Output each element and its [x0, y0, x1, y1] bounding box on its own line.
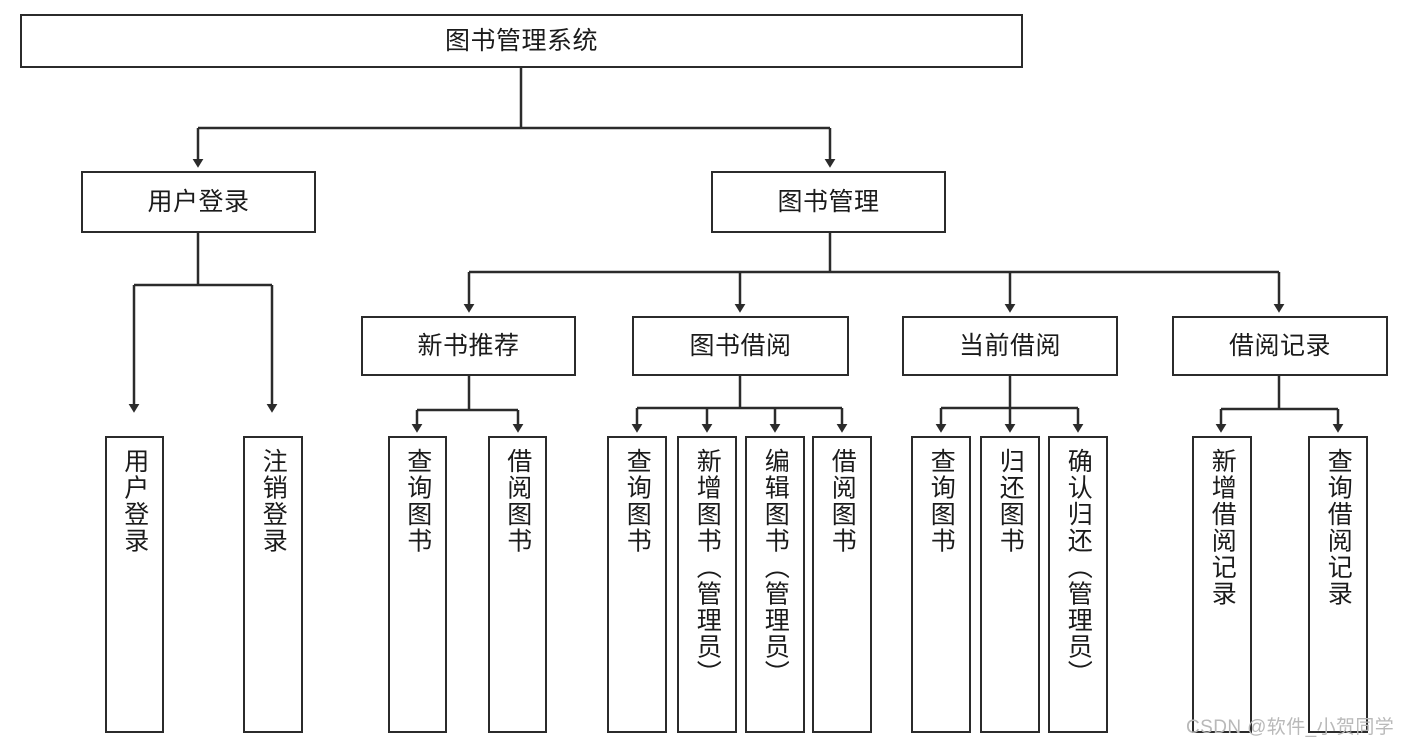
node-label: 查询借阅记录	[1324, 448, 1353, 607]
leaf-logout[interactable]: 注销登录	[243, 436, 303, 733]
csdn-watermark: CSDN @软件_小贺同学	[1186, 717, 1395, 738]
node-label: 图书管理系统	[444, 26, 598, 55]
node-label: 查询图书	[403, 448, 432, 554]
node-label: 新增借阅记录	[1208, 448, 1237, 607]
node-label: 图书管理	[777, 187, 880, 216]
node-label: 查询图书	[623, 448, 652, 554]
node-label: 新书推荐	[417, 331, 520, 360]
node-label: 借阅图书	[828, 448, 857, 554]
node-new-book-recommend[interactable]: 新书推荐	[361, 316, 576, 376]
node-label: 注销登录	[259, 448, 288, 554]
node-current-borrow[interactable]: 当前借阅	[902, 316, 1118, 376]
node-user-login[interactable]: 用户登录	[81, 171, 316, 233]
node-label: 编辑图书（管理员）	[761, 448, 790, 687]
node-borrow-records[interactable]: 借阅记录	[1172, 316, 1388, 376]
node-label: 确认归还（管理员）	[1064, 448, 1093, 687]
leaf-query-book-recommend[interactable]: 查询图书	[388, 436, 447, 733]
leaf-confirm-return-admin[interactable]: 确认归还（管理员）	[1048, 436, 1108, 733]
node-label: 新增图书（管理员）	[693, 448, 722, 687]
node-label: 当前借阅	[958, 331, 1061, 360]
leaf-query-book-borrow[interactable]: 查询图书	[607, 436, 667, 733]
leaf-add-book-admin[interactable]: 新增图书（管理员）	[677, 436, 737, 733]
leaf-user-login[interactable]: 用户登录	[105, 436, 164, 733]
node-label: 归还图书	[996, 448, 1025, 554]
node-root-system[interactable]: 图书管理系统	[20, 14, 1023, 68]
node-book-borrow[interactable]: 图书借阅	[632, 316, 849, 376]
leaf-return-book[interactable]: 归还图书	[980, 436, 1040, 733]
leaf-edit-book-admin[interactable]: 编辑图书（管理员）	[745, 436, 805, 733]
node-label: 借阅记录	[1228, 331, 1331, 360]
node-label: 借阅图书	[503, 448, 532, 554]
leaf-borrow-book-recommend[interactable]: 借阅图书	[488, 436, 547, 733]
leaf-query-book-current[interactable]: 查询图书	[911, 436, 971, 733]
leaf-query-borrow-record[interactable]: 查询借阅记录	[1308, 436, 1368, 733]
node-label: 查询图书	[927, 448, 956, 554]
node-book-management[interactable]: 图书管理	[711, 171, 946, 233]
node-label: 用户登录	[120, 448, 149, 554]
leaf-add-borrow-record[interactable]: 新增借阅记录	[1192, 436, 1252, 733]
node-label: 用户登录	[147, 187, 250, 216]
leaf-borrow-book[interactable]: 借阅图书	[812, 436, 872, 733]
node-label: 图书借阅	[689, 331, 792, 360]
